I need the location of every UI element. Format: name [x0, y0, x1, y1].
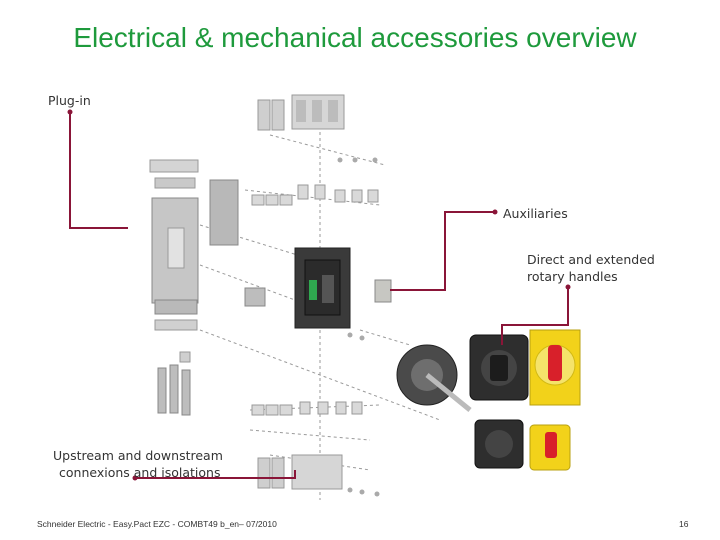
- connexions-label-line2: connexions and isolations: [59, 465, 221, 480]
- screws: [337, 157, 380, 497]
- lower-handle-yellow: [529, 424, 571, 471]
- page-number: 16: [679, 519, 689, 529]
- footer-text: Schneider Electric - Easy.Pact EZC - COM…: [37, 519, 277, 529]
- auxiliary-contacts: [251, 184, 379, 206]
- extended-rotary-handle: [396, 344, 472, 412]
- rotary-handles-label-line2: rotary handles: [527, 269, 618, 284]
- slide-title: Electrical & mechanical accessories over…: [73, 22, 637, 53]
- lower-handle-black: [474, 419, 524, 469]
- side-accessories: [244, 279, 392, 307]
- rotary-handles-label-line1: Direct and extended: [527, 252, 655, 267]
- terminal-shields-bottom: [257, 454, 343, 490]
- callout-lines: [69, 112, 569, 479]
- direct-rotary-handle-yellow: [529, 329, 581, 406]
- terminal-shields-top: [257, 94, 345, 131]
- circuit-breaker: [294, 247, 351, 329]
- direct-rotary-handle-black: [469, 334, 529, 401]
- connexions-label-line1: Upstream and downstream: [53, 448, 223, 463]
- connection-bars: [157, 351, 191, 416]
- plug-in-base: [149, 159, 239, 331]
- auxiliaries-label: Auxiliaries: [503, 206, 568, 221]
- plug-in-label: Plug-in: [48, 93, 91, 108]
- lower-auxiliaries: [251, 401, 363, 416]
- callout-dots: [67, 109, 571, 481]
